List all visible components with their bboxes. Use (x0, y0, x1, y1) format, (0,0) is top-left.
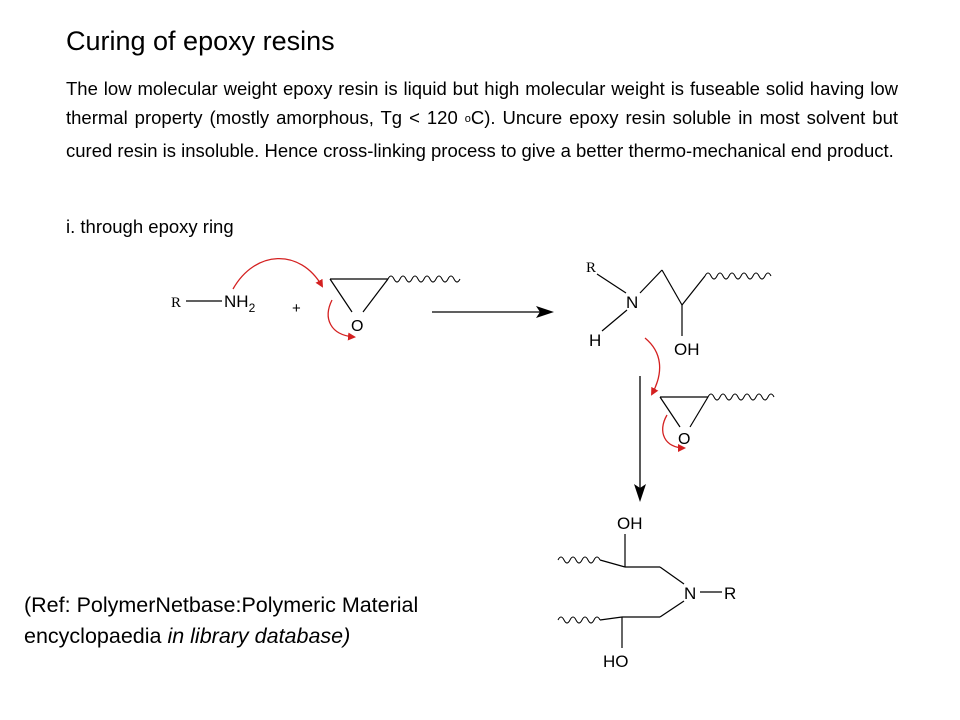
product-lower-n-bond (659, 600, 685, 618)
intermediate-r-bond (596, 273, 627, 294)
reaction-arrow-vertical (634, 376, 646, 502)
reference-line-2: encyclopaedia in library database) (24, 621, 418, 652)
red-arrow-amine-attack (232, 257, 324, 290)
reference-line-1: (Ref: PolymerNetbase:Polymeric Material (24, 593, 419, 617)
reaction-arrow-horizontal (432, 306, 554, 318)
red-arrow-second-attack (644, 337, 661, 396)
intermediate-tail-bond (681, 275, 706, 306)
intermediate-h-bond (601, 309, 628, 332)
intermediate-r-label: R (586, 260, 596, 276)
epoxide-1-oxygen: O (351, 318, 363, 335)
product-ho-label: HO (603, 652, 629, 671)
degree-superscript: o (464, 113, 471, 125)
plus-sign: + (292, 300, 301, 317)
product-upper-n-bond (659, 566, 685, 585)
product-n-label: N (684, 584, 696, 603)
paragraph-part2: C). Uncure epoxy resin soluble in most s… (66, 107, 898, 161)
reference-note: (Ref: PolymerNetbase:Polymeric Material … (24, 590, 418, 652)
amine-r-label: R (171, 295, 181, 311)
product-lower-tail-bond (599, 616, 623, 621)
product-oh-top-label: OH (617, 514, 643, 533)
intermediate-oh-label: OH (674, 340, 700, 359)
intermediate-h-label: H (589, 331, 601, 350)
amine-n-label: NH2 (224, 292, 256, 315)
intermediate-polymer-tail (704, 272, 772, 280)
reference-line-2-normal: encyclopaedia (24, 624, 168, 648)
product-r-label: R (724, 584, 736, 603)
red-arrow-ring-open-1 (327, 299, 356, 341)
epoxide-ring-1 (329, 275, 461, 313)
epoxide-2-oxygen: O (678, 431, 690, 448)
product-upper-polymer-tail (557, 556, 601, 564)
reference-line-2-italic: in library database) (167, 624, 351, 648)
paragraph-part1: The low molecular weight epoxy resin is … (66, 78, 898, 128)
product-lower-polymer-tail (557, 616, 601, 624)
intermediate-n-label: N (626, 293, 638, 312)
intermediate-chain-bond (661, 269, 683, 306)
product-upper-tail-bond (599, 559, 626, 568)
red-arrow-ring-open-2 (662, 414, 686, 452)
subheading-epoxy-ring: i. through epoxy ring (66, 216, 234, 237)
intro-paragraph: The low molecular weight epoxy resin is … (66, 74, 898, 165)
slide-title: Curing of epoxy resins (66, 26, 335, 56)
epoxide-ring-2 (659, 393, 775, 428)
intermediate-ch2-bond (639, 269, 663, 294)
